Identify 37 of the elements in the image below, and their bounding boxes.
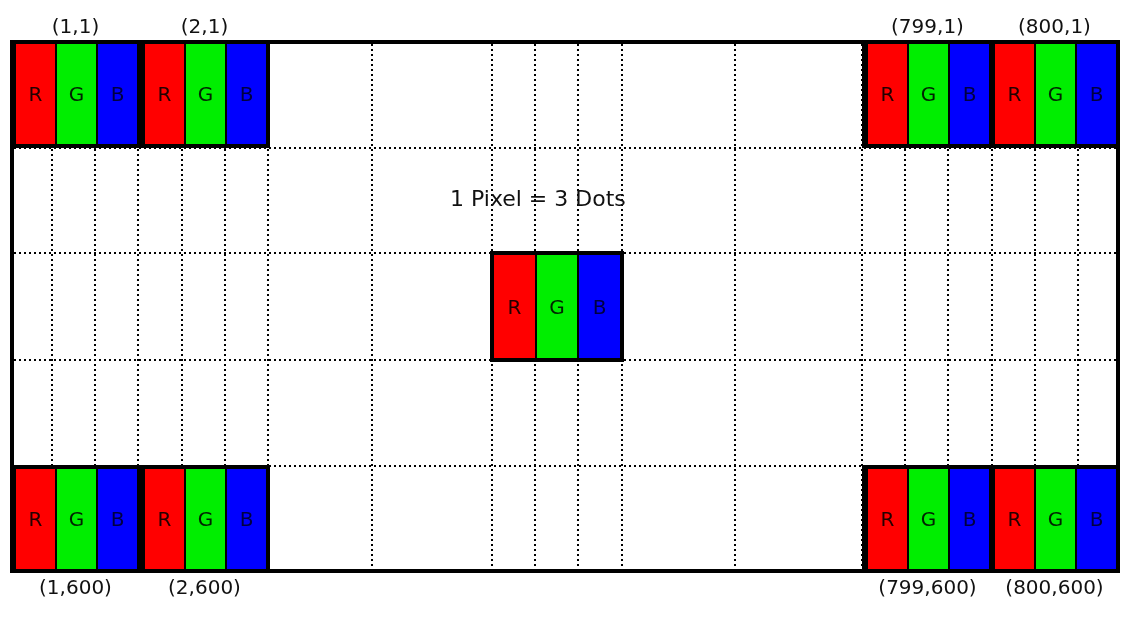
coordinate-label: (2,1) <box>179 14 230 38</box>
dot-letter: B <box>592 294 607 319</box>
coordinate-label: (799,600) <box>877 575 978 599</box>
dot-letter: G <box>197 82 214 106</box>
dot-letter: G <box>68 82 85 106</box>
dot-letter: G <box>920 507 937 531</box>
coordinate-label: (800,600) <box>1004 575 1105 599</box>
dot-letter: B <box>1089 82 1104 106</box>
caption-text: 1 Pixel = 3 Dots <box>450 186 626 211</box>
dot-letter: R <box>1007 82 1022 106</box>
dot-letter: R <box>507 294 522 319</box>
dot-letter: R <box>880 507 895 531</box>
coordinate-label: (799,1) <box>890 14 965 38</box>
dot-letter: B <box>110 82 125 106</box>
dot-letter: B <box>239 82 254 106</box>
dot-letter: B <box>239 507 254 531</box>
dot-letter: G <box>197 507 214 531</box>
coordinate-label: (2,600) <box>167 575 242 599</box>
coordinate-label: (1,600) <box>38 575 113 599</box>
dot-letter: R <box>28 507 43 531</box>
dot-letter: G <box>1047 82 1064 106</box>
dot-letter: G <box>549 294 565 319</box>
pixel-box <box>490 251 624 362</box>
dot-letter: R <box>1007 507 1022 531</box>
dot-letter: G <box>920 82 937 106</box>
dot-letter: B <box>1089 507 1104 531</box>
dot-letter: B <box>962 507 977 531</box>
dot-letter: B <box>962 82 977 106</box>
coordinate-label: (1,1) <box>50 14 101 38</box>
dot-letter: R <box>28 82 43 106</box>
dot-letter: R <box>880 82 895 106</box>
dot-letter: G <box>68 507 85 531</box>
dot-letter: R <box>157 82 172 106</box>
dot-letter: B <box>110 507 125 531</box>
dot-letter: G <box>1047 507 1064 531</box>
dot-letter: R <box>157 507 172 531</box>
coordinate-label: (800,1) <box>1017 14 1092 38</box>
